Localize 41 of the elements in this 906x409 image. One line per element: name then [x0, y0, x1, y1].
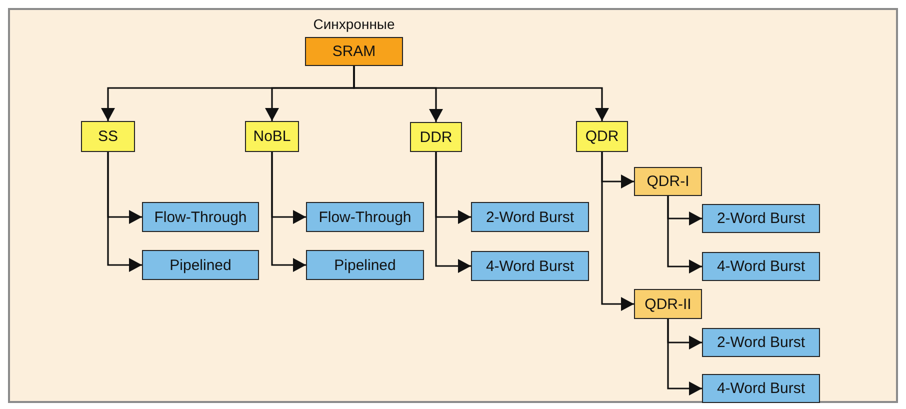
- connector-arrow: [667, 319, 702, 396]
- node-label: Flow-Through: [318, 208, 412, 226]
- node-label: Pipelined: [334, 256, 396, 274]
- connector-arrow: [107, 152, 142, 272]
- type-box: [306, 202, 424, 232]
- type-box: [702, 204, 820, 233]
- node-label: 4-Word Burst: [716, 258, 806, 275]
- node-label: SRAM: [332, 43, 376, 60]
- node-label: Flow-Through: [154, 208, 247, 226]
- node-label: QDR: [585, 128, 619, 145]
- node-label: 2-Word Burst: [486, 208, 574, 226]
- heading-label: Синхронные: [313, 16, 395, 32]
- connector-arrow: [435, 152, 471, 273]
- category-box: [81, 121, 135, 152]
- node-label: SS: [98, 128, 118, 145]
- subcategory-box: [634, 289, 702, 319]
- node-label: NoBL: [253, 128, 291, 145]
- category-box: [410, 122, 462, 152]
- type-box: [702, 328, 820, 357]
- type-box: [471, 251, 589, 281]
- category-box: [576, 121, 628, 152]
- node-label: Pipelined: [170, 256, 232, 274]
- type-box: [142, 202, 259, 232]
- connector-arrow: [271, 152, 306, 272]
- node-label: 2-Word Burst: [716, 334, 806, 351]
- connector-arrow: [667, 196, 702, 274]
- type-box: [471, 202, 589, 232]
- type-box: [702, 374, 820, 403]
- category-box: [245, 121, 299, 152]
- node-label: 2-Word Burst: [716, 210, 806, 227]
- node-label: 4-Word Burst: [486, 258, 574, 274]
- node-label: QDR-II: [644, 296, 692, 312]
- type-box: [142, 250, 259, 280]
- node-label: DDR: [420, 128, 452, 146]
- subcategory-box: [634, 167, 702, 196]
- connector-arrow: [353, 66, 609, 121]
- node-label: 4-Word Burst: [716, 380, 806, 397]
- type-box: [702, 252, 820, 281]
- node-label: QDR-I: [646, 173, 690, 190]
- connector-arrow: [601, 152, 634, 311]
- type-box: [306, 250, 424, 280]
